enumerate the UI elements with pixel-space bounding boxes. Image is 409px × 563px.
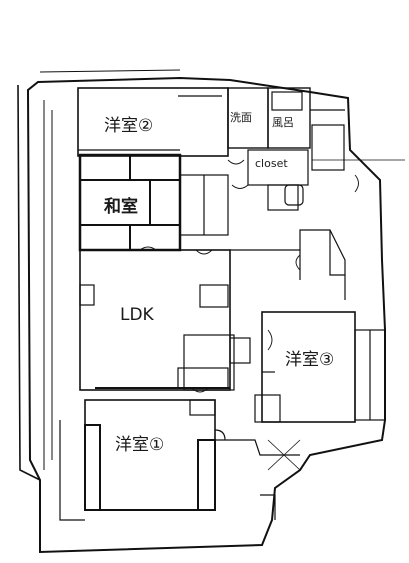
room-label-closet: closet [255,157,288,170]
bath-walls [267,87,311,149]
room-label-washroom: 洗面 [230,111,252,124]
bathtub [271,91,303,111]
room-label-ldk: LDK [120,305,154,325]
outer-wall [26,76,386,554]
room-label-western-2: 洋室② [104,116,154,136]
balcony-rail-left [17,84,41,481]
room-label-bath: 風呂 [272,116,294,129]
balcony-rail-top [39,69,181,73]
room-label-western-3: 洋室③ [285,350,335,370]
door-swings [139,159,359,393]
room-label-western-1: 洋室① [115,435,165,455]
floor-plan-lines [17,69,405,554]
ldk-walls [79,249,231,391]
tatami-grid [80,155,180,250]
room-label-japanese: 和室 [104,197,138,217]
western-room-1-walls [84,399,216,511]
